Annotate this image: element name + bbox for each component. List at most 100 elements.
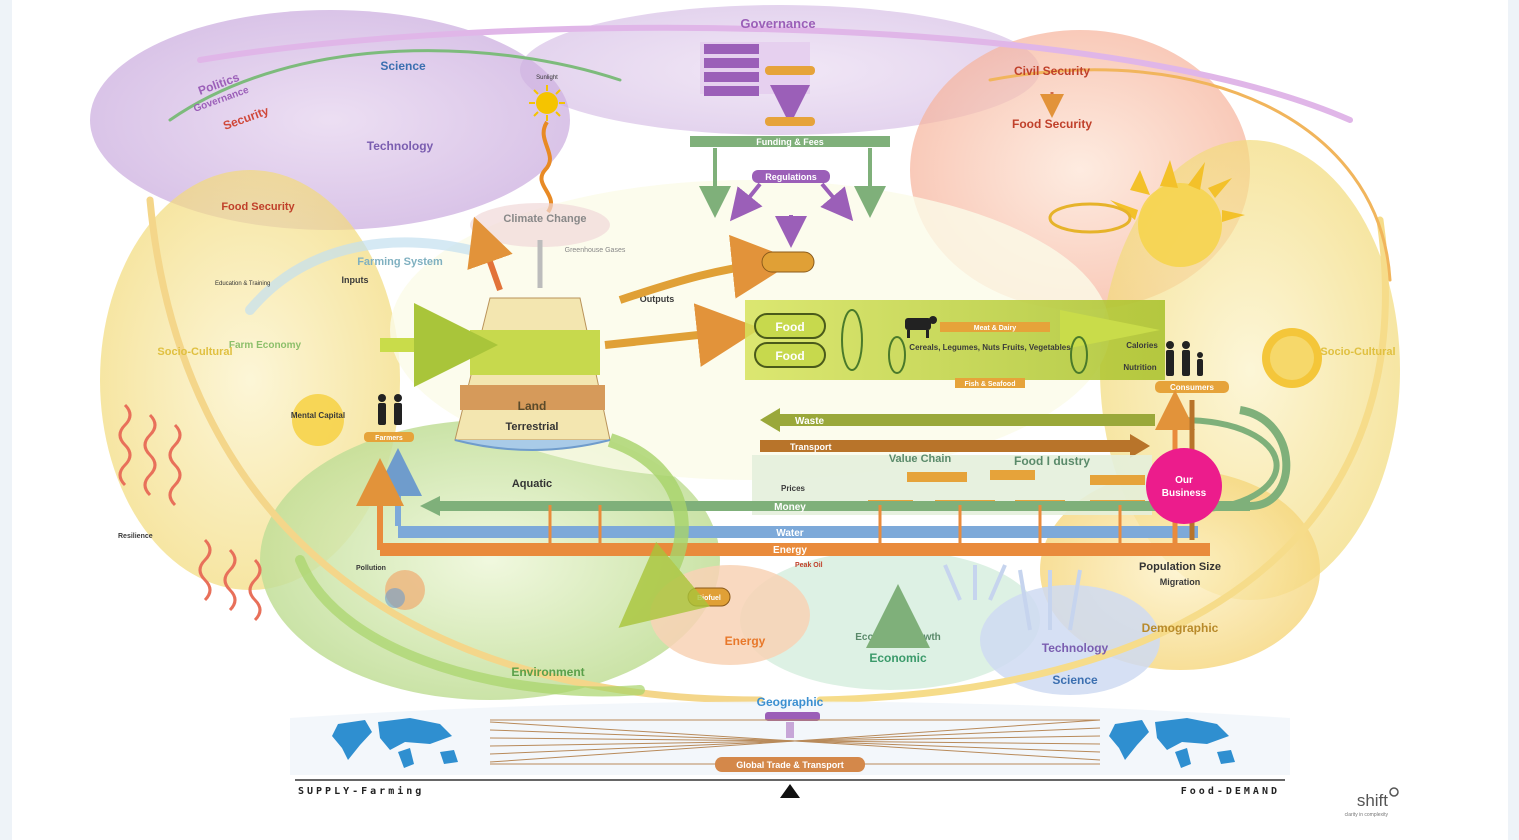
meat-dairy-label: Meat & Dairy (974, 325, 1017, 332)
sunlight-label: Sunlight (536, 75, 558, 81)
mental-capital-label: Mental Capital (291, 411, 345, 420)
our-business-badge: Our Business (1146, 448, 1222, 524)
resilience-squiggles (118, 403, 262, 622)
pollution-splash: Pollution (356, 565, 425, 610)
brand-tagline: clarity in complexity (1345, 812, 1389, 818)
cereals-label: Cereals, Legumes, Nuts Fruits, Vegetable… (909, 343, 1071, 352)
science-top-label: Science (380, 59, 426, 73)
peak-oil-label: Peak Oil (795, 562, 823, 569)
food-security-left-label: Food Security (221, 201, 295, 213)
energy-flow: Energy (356, 458, 1210, 556)
food-industry-label: Food I dustry (1014, 454, 1090, 468)
supply-label: SUPPLY-Farming (298, 785, 424, 797)
geographic-label: Geographic (757, 695, 824, 709)
climate-change: Climate Change Greenhouse Gases (467, 203, 626, 292)
economic-arrows (866, 564, 1082, 648)
our-business-line1: Our (1175, 475, 1193, 486)
governance-block (700, 42, 815, 126)
demographic-label: Demographic (1142, 621, 1219, 635)
global-trade: Global Trade & Transport (715, 757, 865, 772)
technology-top-label: Technology (367, 139, 434, 153)
fish-seafood-label: Fish & Seafood (965, 381, 1016, 388)
aquatic-label: Aquatic (512, 478, 552, 490)
balance-fulcrum (780, 784, 800, 798)
food-band: Food Food Meat & Dairy Cereals, Legumes,… (745, 300, 1165, 388)
technology-bottom-label: Technology (1042, 641, 1109, 655)
population-size-label: Population Size (1139, 561, 1221, 573)
sun: Sunlight (529, 75, 565, 214)
farming-system-label: Farming System (357, 256, 443, 268)
regulations: Regulations (729, 170, 854, 248)
sun-icon (536, 92, 558, 114)
global-trade-label: Global Trade & Transport (736, 760, 844, 770)
our-business-circle (1146, 448, 1222, 524)
trade-lines (489, 719, 1101, 765)
world-map-left (332, 718, 458, 768)
farm-economy-label: Farm Economy (229, 340, 302, 351)
shift-logo: shift clarity in complexity (1345, 787, 1399, 818)
climate-change-label: Climate Change (503, 213, 586, 225)
education-label: Education & Training (215, 281, 270, 287)
energy-region-label: Energy (725, 634, 766, 648)
economic-growth-label: Economic Growth (855, 632, 941, 643)
transport-bar (760, 434, 1150, 458)
money-bar (420, 496, 1250, 516)
regulations-label: Regulations (765, 172, 817, 182)
energy-label: Energy (773, 545, 807, 556)
pollution-label: Pollution (356, 565, 386, 572)
regulations-bar (752, 170, 830, 183)
food-node-2 (754, 342, 826, 368)
food-node-1 (754, 313, 826, 339)
environment-label: Environment (511, 665, 584, 679)
waste-flow: Waste (760, 408, 1155, 432)
calories-label: Calories (1126, 341, 1158, 350)
funding-fees: Funding & Fees (690, 136, 890, 218)
demand-label: Food-DEMAND (1181, 786, 1280, 797)
consumers-icon (1166, 341, 1203, 376)
migration-label: Migration (1160, 577, 1201, 587)
brand-mark-icon (1389, 787, 1399, 797)
greenhouse-label: Greenhouse Gases (565, 247, 626, 254)
water-bar (398, 526, 1198, 538)
terrestrial-label: Terrestrial (506, 421, 559, 433)
mental-capital: Mental Capital (291, 394, 345, 446)
farmers-group: Farmers (364, 394, 414, 442)
resilience-label: Resilience (118, 533, 153, 540)
brand-name: shift (1357, 791, 1388, 810)
land-label: Land (518, 399, 547, 413)
waste-bar (760, 408, 1155, 432)
socio-cultural-right-label: Socio-Cultural (1320, 346, 1395, 358)
funding-bar (690, 136, 890, 147)
socio-cultural-left-label: Socio-Cultural (157, 346, 232, 358)
wellbeing-badge (1262, 328, 1322, 388)
consumers-group: Consumers (1155, 341, 1229, 393)
global-trade-bar (715, 757, 865, 772)
environment-arc (607, 433, 710, 628)
farmers-icon (378, 394, 402, 425)
main-food-flow (380, 234, 796, 387)
cow-icon (905, 316, 937, 338)
civil-security-label: Civil Security (1014, 64, 1090, 78)
world-map-right (1109, 718, 1235, 768)
governance-rows (704, 44, 759, 96)
outputs-label: Outputs (640, 294, 675, 304)
value-chain-label: Value Chain (889, 453, 952, 465)
waste-label: Waste (795, 416, 825, 427)
bioenergy-node (761, 251, 815, 273)
consumers-label: Consumers (1170, 383, 1215, 392)
farmers-label: Farmers (375, 435, 403, 442)
energy-bar (380, 543, 1210, 556)
inputs-label: Inputs (342, 275, 369, 285)
food-1-label: Food (775, 320, 804, 334)
food-security-right-label: Food Security (1012, 117, 1092, 131)
science-bottom-label: Science (1052, 673, 1098, 687)
governance-title: Governance (740, 16, 815, 31)
public-perception-burst (1048, 160, 1245, 267)
food-2-label: Food (775, 349, 804, 363)
economic-label: Economic (869, 651, 927, 665)
money-label: Money (774, 502, 806, 513)
prices-label: Prices (781, 484, 806, 493)
funding-label: Funding & Fees (756, 137, 824, 147)
